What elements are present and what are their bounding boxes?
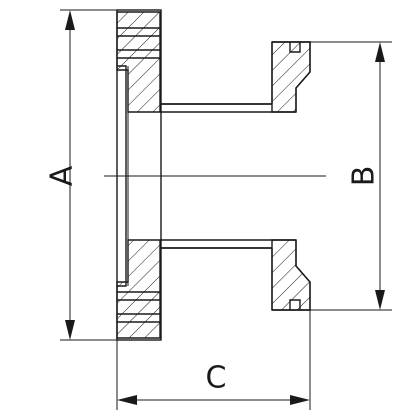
dimension-c-arrow-right bbox=[290, 395, 310, 405]
dimension-b-arrow-bottom bbox=[375, 290, 385, 310]
dimension-a-label: A bbox=[45, 165, 80, 186]
dimension-c-arrow-left bbox=[117, 395, 137, 405]
body-section-top bbox=[116, 11, 311, 113]
dimension-a-arrow-bottom bbox=[65, 320, 75, 340]
dimension-a: A bbox=[45, 9, 117, 341]
dimension-b-label: B bbox=[347, 166, 382, 187]
dimension-c-label: C bbox=[206, 361, 227, 396]
small-flange bbox=[271, 41, 311, 311]
tube-body bbox=[160, 103, 272, 249]
dimension-b: B bbox=[310, 41, 392, 311]
body-section-bottom bbox=[116, 239, 311, 339]
dimension-b-arrow-top bbox=[375, 42, 385, 62]
dimension-a-arrow-top bbox=[65, 10, 75, 30]
dimension-c: C bbox=[116, 310, 311, 410]
